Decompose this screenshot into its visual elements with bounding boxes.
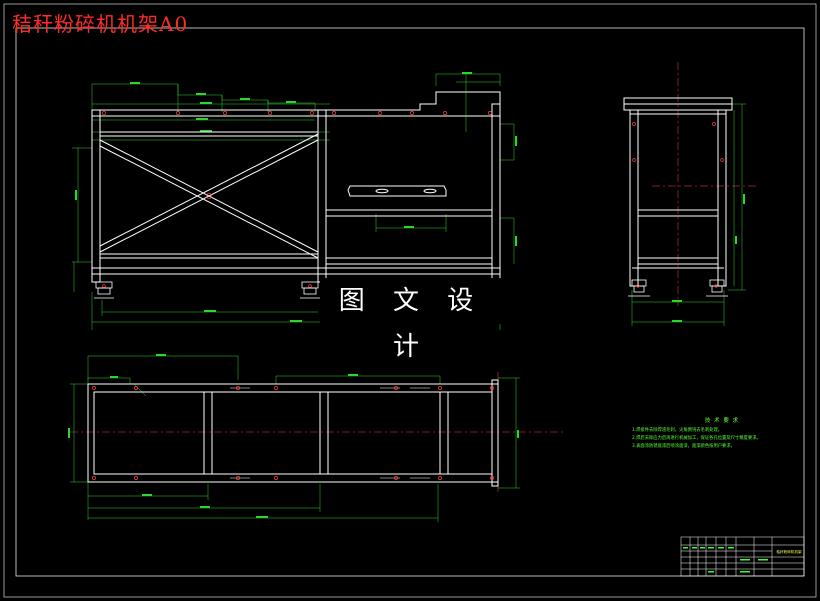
- watermark: 图 文 设 计: [320, 278, 502, 362]
- sheet-border: [3, 3, 817, 598]
- side-view-centerline: [652, 62, 756, 306]
- technical-requirements-heading: 技 术 要 求: [704, 418, 740, 424]
- technical-requirement-item: 2.焊后去除应力后再进行机械加工，保证各孔位置及尺寸精度要求。: [632, 436, 761, 441]
- title-block-drawing-name: 秸秆粉碎机机架: [776, 550, 802, 554]
- technical-requirement-item: 1.焊接件去除焊渣毛刺，尖角倒钝去毛刺处理。: [632, 428, 723, 433]
- technical-requirement-item: 3.表面涂防锈底漆后喷涂面漆，面漆颜色按用户要求。: [632, 444, 735, 449]
- page-title: 秸秆粉碎机机架A0: [12, 12, 189, 36]
- top-view-dimensions: [68, 354, 520, 522]
- top-view: [68, 354, 566, 522]
- title-block: [680, 536, 805, 577]
- top-view-slots: [230, 387, 430, 479]
- technical-requirements: 技 术 要 求 1.焊接件去除焊渣毛刺，尖角倒钝去毛刺处理。 2.焊后去除应力后…: [632, 417, 812, 451]
- top-view-frame: [87, 379, 499, 487]
- front-view-holes: [102, 111, 492, 288]
- side-view-holes: [632, 122, 724, 288]
- side-view-dimensions: [631, 103, 746, 326]
- front-view: [72, 72, 517, 330]
- front-view-frame: [91, 91, 501, 283]
- top-view-holes: [92, 386, 494, 480]
- front-view-feet: [94, 281, 320, 299]
- side-view: [623, 62, 756, 326]
